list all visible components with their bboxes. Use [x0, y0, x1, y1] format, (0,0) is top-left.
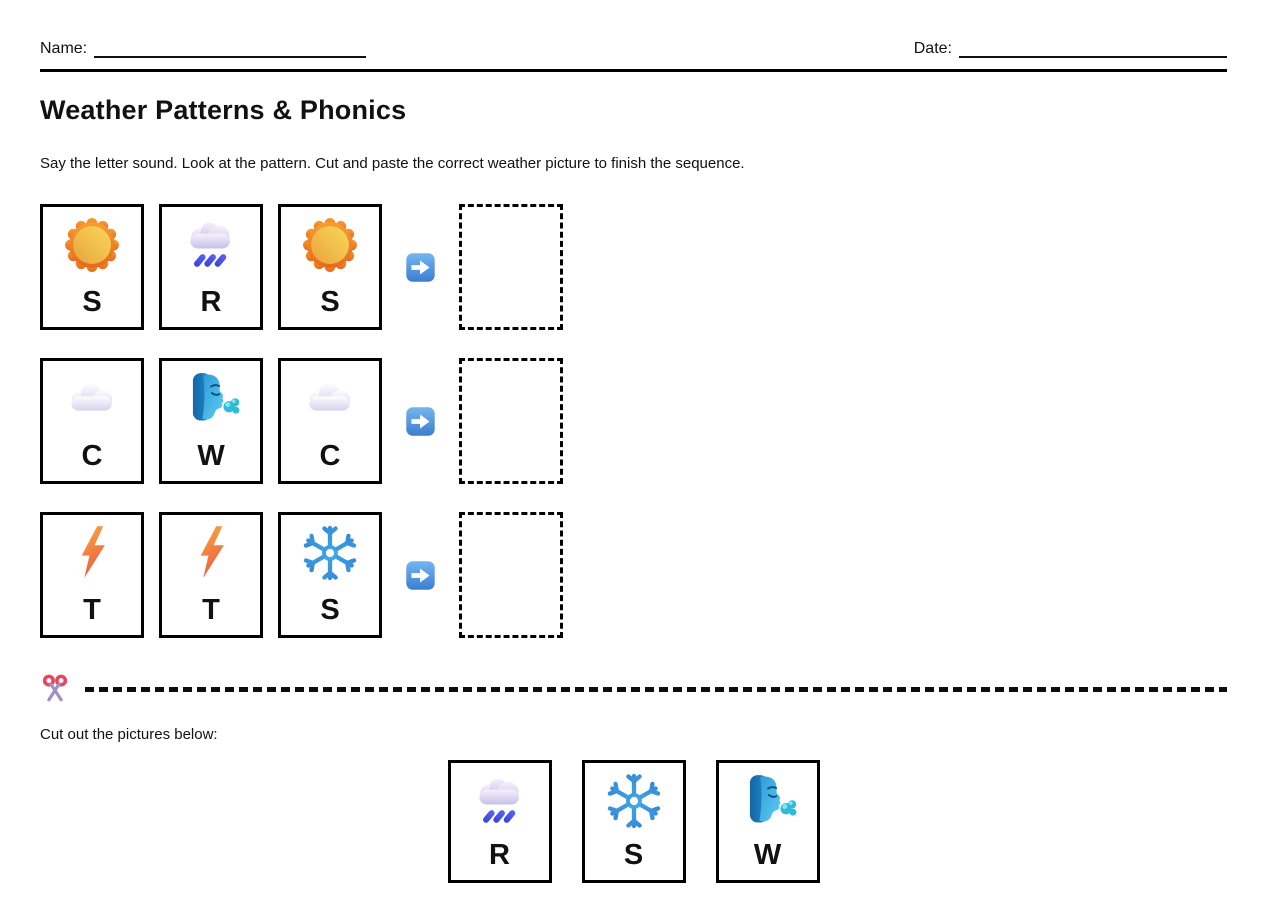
cutout-section: R S W — [0, 760, 1267, 883]
cloud-icon — [61, 368, 123, 430]
pattern-cell: S — [40, 204, 144, 330]
cutout-letter: R — [489, 839, 510, 871]
lightning-icon — [180, 522, 242, 584]
right-arrow-icon — [405, 251, 436, 284]
header-row: Name: Date: — [40, 39, 1227, 58]
cell-letter: C — [81, 440, 103, 472]
arrow-wrap — [405, 559, 436, 592]
cell-letter: W — [197, 440, 225, 472]
name-field-group: Name: — [40, 39, 367, 58]
cut-line-strip — [40, 672, 1227, 706]
right-arrow-icon — [405, 405, 436, 438]
cell-letter: T — [202, 594, 220, 626]
pattern-cell: S — [278, 204, 382, 330]
pattern-row-1: S R S — [40, 204, 563, 330]
pattern-cell: R — [159, 204, 263, 330]
wind-face-icon — [737, 770, 799, 832]
rain-cloud-icon — [469, 770, 531, 832]
instructions-text: Say the letter sound. Look at the patter… — [40, 155, 745, 172]
cell-letter: S — [320, 286, 340, 318]
name-line — [94, 39, 367, 58]
lightning-icon — [61, 522, 123, 584]
cell-letter: C — [319, 440, 341, 472]
cutout-letter: W — [753, 839, 782, 871]
right-arrow-icon — [405, 559, 436, 592]
pattern-row-2: C W C — [40, 358, 563, 484]
wind-face-icon — [180, 368, 242, 430]
arrow-wrap — [405, 405, 436, 438]
cut-instructions: Cut out the pictures below: — [40, 726, 218, 743]
cell-letter: R — [200, 286, 222, 318]
header-rule — [40, 69, 1227, 72]
page-title: Weather Patterns & Phonics — [40, 95, 407, 125]
sun-icon — [61, 214, 123, 276]
name-label: Name: — [40, 40, 88, 57]
pattern-cell: S — [278, 512, 382, 638]
arrow-wrap — [405, 251, 436, 284]
pattern-cell: C — [40, 358, 144, 484]
answer-drop-box — [459, 358, 563, 484]
snowflake-icon — [603, 770, 665, 832]
pattern-row-3: T T S — [40, 512, 563, 638]
snowflake-icon — [299, 522, 361, 584]
pattern-cell: C — [278, 358, 382, 484]
pattern-cell: T — [159, 512, 263, 638]
cloud-icon — [299, 368, 361, 430]
cell-letter: T — [83, 594, 101, 626]
cutout-cell: R — [447, 760, 552, 883]
cutout-cell: W — [715, 760, 820, 883]
date-line — [959, 39, 1227, 58]
pattern-cell: T — [40, 512, 144, 638]
cutout-cell: S — [581, 760, 686, 883]
date-field-group: Date: — [914, 39, 1227, 58]
answer-drop-box — [459, 512, 563, 638]
answer-drop-box — [459, 204, 563, 330]
pattern-section: S R S C W — [40, 204, 563, 638]
rain-cloud-icon — [180, 214, 242, 276]
cell-letter: S — [82, 286, 102, 318]
date-label: Date: — [913, 40, 952, 57]
dashed-cut-line — [85, 686, 1227, 692]
cell-letter: S — [320, 594, 340, 626]
cutout-letter: S — [623, 839, 644, 871]
sun-icon — [299, 214, 361, 276]
scissors-icon — [40, 673, 70, 705]
pattern-cell: W — [159, 358, 263, 484]
